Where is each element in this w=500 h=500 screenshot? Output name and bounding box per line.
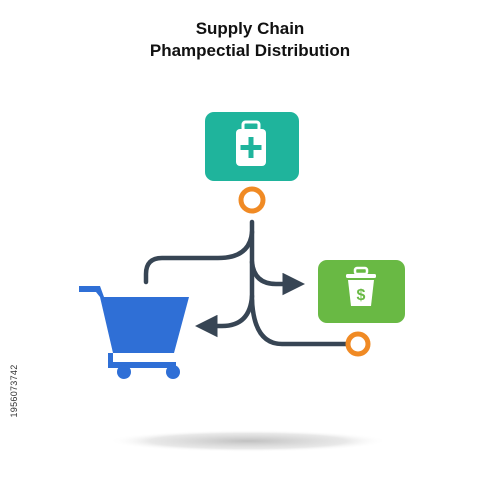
cart-frame <box>108 353 176 368</box>
top-connector-node <box>238 186 266 214</box>
cash-bin-node: $ <box>318 260 405 323</box>
cart-handle <box>79 286 104 297</box>
shopping-cart-icon <box>79 286 189 379</box>
cart-wheel-right <box>166 365 180 379</box>
branch-to-lower-node <box>249 297 353 347</box>
title-line-1: Supply Chain <box>195 19 305 38</box>
branch-to-cart-top <box>143 229 255 285</box>
cart-basket <box>100 297 189 353</box>
ground-shadow <box>108 430 388 452</box>
title-line-2: Phampectial Distribution <box>149 41 351 60</box>
connector-lines <box>143 219 353 347</box>
branch-to-cart <box>195 293 255 338</box>
cart-wheel-left <box>117 365 131 379</box>
medical-kit-node <box>205 112 299 181</box>
branch-to-cash-box <box>249 259 305 296</box>
lower-connector-node <box>345 331 371 357</box>
dollar-symbol: $ <box>357 287 366 304</box>
dollar-bin-icon: $ <box>346 266 376 306</box>
medical-kit-icon <box>236 120 266 166</box>
diagram-title: Supply Chain Phampectial Distribution <box>0 18 500 62</box>
side-id-text: 1956073742 <box>9 364 19 418</box>
